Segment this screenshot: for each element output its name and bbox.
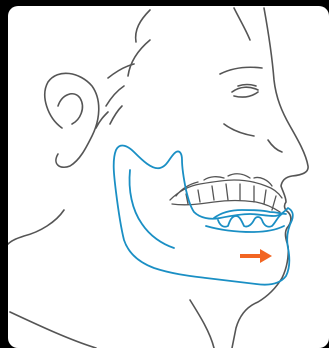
neck-back <box>8 210 64 244</box>
neck-shadow <box>190 300 214 348</box>
illustration-panel <box>8 6 329 348</box>
mandible-inner-line <box>130 170 175 248</box>
forward-arrow <box>240 249 272 263</box>
face-outline <box>8 8 308 348</box>
face-profile-line <box>232 8 308 348</box>
hairline <box>234 8 250 40</box>
hair-stroke <box>106 86 124 106</box>
mandible-outline <box>114 146 293 285</box>
ear-inner <box>58 94 82 124</box>
hair-stroke <box>136 10 150 42</box>
hair-stroke <box>110 106 122 124</box>
eye-lid <box>238 85 256 87</box>
nasal-fold <box>268 140 282 152</box>
neck-front <box>10 312 96 348</box>
hair-stroke <box>128 40 150 76</box>
jaw-illustration <box>8 6 329 348</box>
eyebrow <box>220 67 262 74</box>
mandible <box>114 146 293 285</box>
ear <box>45 73 99 167</box>
upper-tooth-divisions <box>186 184 276 210</box>
arrow-head <box>260 249 272 263</box>
eye <box>232 87 258 97</box>
upper-teeth-gumline <box>176 174 272 196</box>
cheek-line <box>224 124 254 136</box>
